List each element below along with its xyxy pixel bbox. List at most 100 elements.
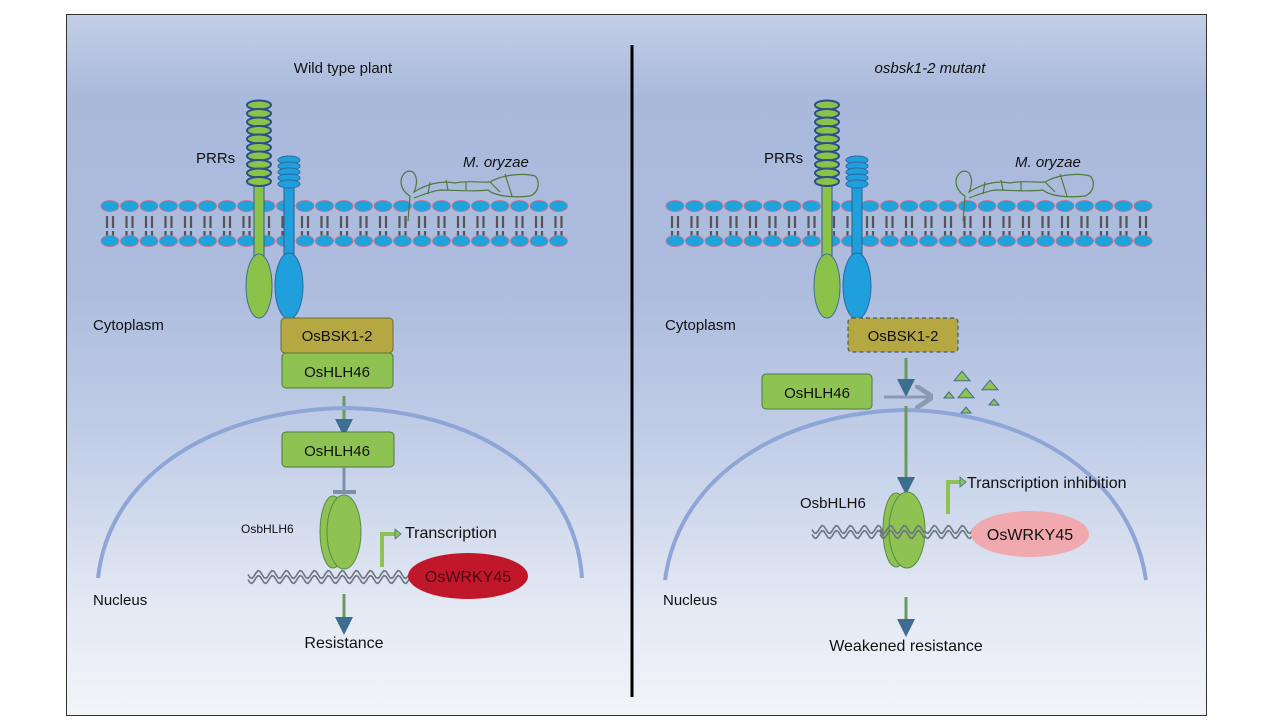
transcription-arrow-icon: [380, 532, 395, 567]
lipid-head: [529, 200, 549, 212]
lipid-head: [763, 200, 782, 212]
lipid-head: [237, 235, 256, 247]
panel-wild-type: Wild type plant M. oryzae PRRs Cytoplasm…: [93, 60, 584, 652]
transcription-arrow-icon: [946, 480, 960, 514]
panel-title: osbsk1-2 mutant: [875, 60, 987, 77]
lipid-head: [198, 235, 217, 247]
protein-fragment: [942, 391, 956, 399]
lipid-head: [880, 200, 899, 212]
lipid-head: [412, 200, 432, 212]
lipid-head: [1055, 235, 1075, 247]
lipid-head: [977, 235, 997, 247]
lipid-head: [510, 200, 529, 212]
lipid-head: [802, 235, 821, 247]
lipid-head: [217, 235, 237, 247]
kinase-domain: [245, 253, 273, 319]
lipid-head: [159, 235, 178, 247]
nucleus-label: Nucleus: [93, 592, 147, 609]
lipid-head: [1055, 200, 1075, 212]
oswrky45-gene: [408, 553, 528, 599]
lipid-head: [1016, 235, 1036, 247]
prr-receptor-complex: [813, 99, 872, 320]
lipid-head: [1094, 200, 1114, 212]
protein-fragment: [980, 379, 1000, 391]
kinase-domain: [813, 253, 841, 319]
lipid-head: [393, 200, 412, 212]
kinase-domain: [842, 252, 872, 320]
lipid-head: [802, 200, 821, 212]
lrr-repeat: [277, 179, 301, 189]
lipid-head: [237, 200, 256, 212]
lipid-head: [1114, 235, 1133, 247]
lipid-head: [977, 200, 997, 212]
plasma-membrane: [665, 200, 1153, 247]
lipid-head: [334, 200, 354, 212]
lipid-head: [880, 235, 899, 247]
lipid-head: [685, 200, 704, 212]
lipid-head: [354, 200, 373, 212]
kinase-domain: [274, 252, 304, 320]
protein-fragment: [987, 398, 1001, 406]
pathogen-label: M. oryzae: [463, 154, 529, 171]
lipid-head: [899, 200, 919, 212]
lipid-head: [958, 235, 977, 247]
lipid-head: [743, 235, 763, 247]
lipid-head: [549, 235, 568, 247]
lipid-head: [899, 235, 919, 247]
lipid-head: [704, 235, 724, 247]
lipid-head: [451, 200, 471, 212]
transcription-label: Transcription: [405, 525, 497, 542]
nucleus-label: Nucleus: [663, 592, 717, 609]
lipid-head: [120, 200, 139, 212]
osbsk1-2-box-absent: [847, 317, 959, 353]
lrr-repeat: [246, 176, 272, 187]
lipid-head: [529, 235, 549, 247]
lipid-head: [295, 200, 315, 212]
oshlh46-nuclear-box: [281, 431, 395, 468]
lrr-repeat: [814, 176, 840, 187]
lipid-head: [510, 235, 529, 247]
lipid-head: [490, 235, 510, 247]
lipid-head: [665, 235, 685, 247]
lipid-head: [1016, 200, 1036, 212]
lipid-head: [997, 200, 1016, 212]
protein-fragment: [952, 370, 972, 382]
osbhlh6-protein: [319, 494, 362, 570]
fungus-icon: [400, 170, 539, 222]
osbhlh6-label: OsbHLH6: [241, 522, 294, 536]
lipid-head: [178, 235, 198, 247]
lipid-head: [139, 200, 159, 212]
lipid-head: [685, 235, 704, 247]
lipid-head: [919, 235, 938, 247]
lipid-head: [1133, 235, 1153, 247]
protein-fragment: [959, 406, 973, 414]
lipid-head: [295, 235, 315, 247]
panel-title: Wild type plant: [294, 60, 393, 77]
panel-mutant: osbsk1-2 mutant M. oryzae PRRs Cytoplasm…: [663, 60, 1153, 655]
lipid-head: [1075, 235, 1094, 247]
lipid-head: [471, 200, 490, 212]
lipid-head: [763, 235, 782, 247]
lipid-head: [743, 200, 763, 212]
prr-receptor-complex: [245, 99, 304, 320]
lipid-head: [782, 200, 802, 212]
lipid-head: [549, 200, 568, 212]
pathogen-label: M. oryzae: [1015, 154, 1081, 171]
oshlh46-nuclear-label: OsHLH46: [304, 443, 370, 460]
degradation-fragments-icon: [942, 370, 1001, 414]
oshlh46-cyto-label: OsHLH46: [784, 385, 850, 402]
lipid-head: [997, 235, 1016, 247]
lipid-head: [490, 200, 510, 212]
oshlh46-cyto-box: [281, 352, 394, 389]
lipid-head: [782, 235, 802, 247]
nuclear-envelope: [96, 405, 584, 579]
lipid-head: [1094, 235, 1114, 247]
transcription-label: Transcription inhibition: [967, 475, 1126, 492]
lipid-head: [100, 235, 120, 247]
lipid-head: [315, 235, 334, 247]
protein-fragment: [956, 387, 976, 399]
lipid-head: [334, 235, 354, 247]
osbhlh6-protein: [882, 491, 926, 569]
oshlh46-cyto-label: OsHLH46: [304, 364, 370, 381]
lrr-repeat: [845, 179, 869, 189]
